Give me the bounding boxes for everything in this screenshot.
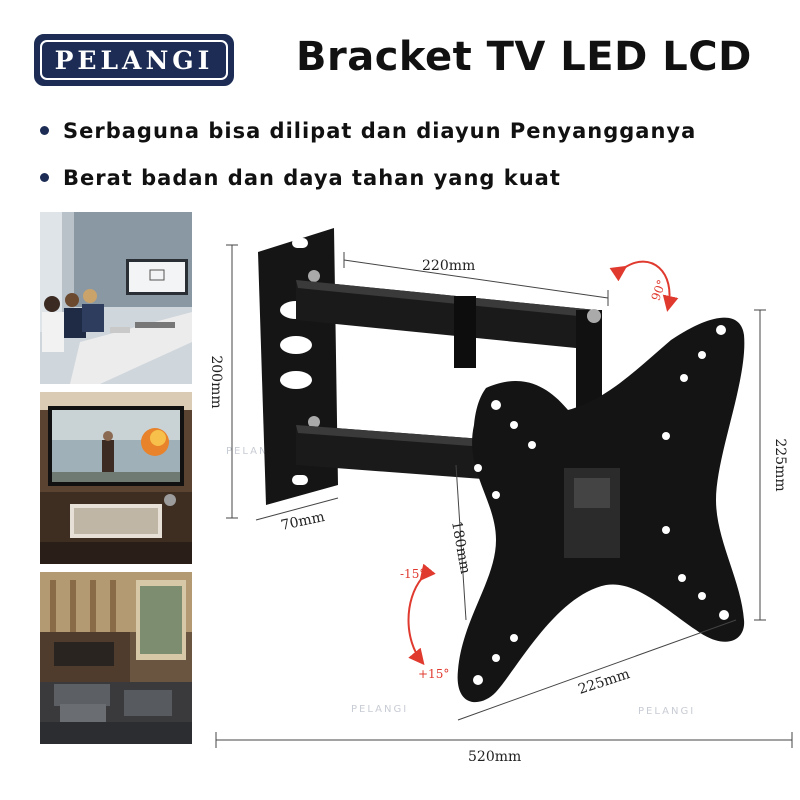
dimension-lines bbox=[215, 244, 793, 748]
home-theater-photo bbox=[40, 392, 192, 564]
total-extension-label: 520mm bbox=[468, 749, 521, 765]
watermark: PELANGI bbox=[226, 446, 283, 457]
arm-length-label: 220mm bbox=[422, 258, 475, 274]
vesa-height-label: 225mm bbox=[772, 438, 788, 491]
wall-plate-width-label: 70mm bbox=[280, 509, 327, 534]
feature-text: Serbaguna bisa dilipat dan diayun Penyan… bbox=[63, 119, 697, 143]
feature-item: Berat badan dan daya tahan yang kuat bbox=[40, 166, 561, 190]
meeting-room-photo bbox=[40, 212, 192, 384]
living-room-photo bbox=[40, 572, 192, 744]
brand-logo: PELANGI bbox=[34, 34, 234, 86]
wall-plate-height-label: 200mm bbox=[208, 355, 224, 408]
swivel-arrow-icon bbox=[609, 260, 679, 312]
tilt-arrow-icon bbox=[407, 563, 436, 666]
product-title: Bracket TV LED LCD bbox=[296, 34, 752, 80]
tilt-up-angle-label: -15° bbox=[400, 567, 425, 581]
feature-item: Serbaguna bisa dilipat dan diayun Penyan… bbox=[40, 119, 696, 143]
vesa-plate bbox=[457, 317, 745, 703]
brand-logo-text: PELANGI bbox=[40, 40, 228, 80]
vesa-width-label: 225mm bbox=[576, 666, 632, 698]
swing-arm bbox=[296, 280, 602, 480]
bracket-diagram: PELANGI PELANGI PELANGI PELANGI bbox=[196, 170, 800, 780]
swivel-angle-label: 90° bbox=[649, 278, 669, 303]
vesa-inner-label: 180mm bbox=[448, 520, 473, 575]
watermark: PELANGI bbox=[351, 704, 408, 715]
tilt-down-angle-label: +15° bbox=[418, 667, 449, 681]
watermark: PELANGI bbox=[638, 706, 695, 717]
bullet-icon bbox=[40, 172, 49, 182]
feature-text: Berat badan dan daya tahan yang kuat bbox=[63, 166, 561, 190]
bullet-icon bbox=[40, 125, 49, 135]
